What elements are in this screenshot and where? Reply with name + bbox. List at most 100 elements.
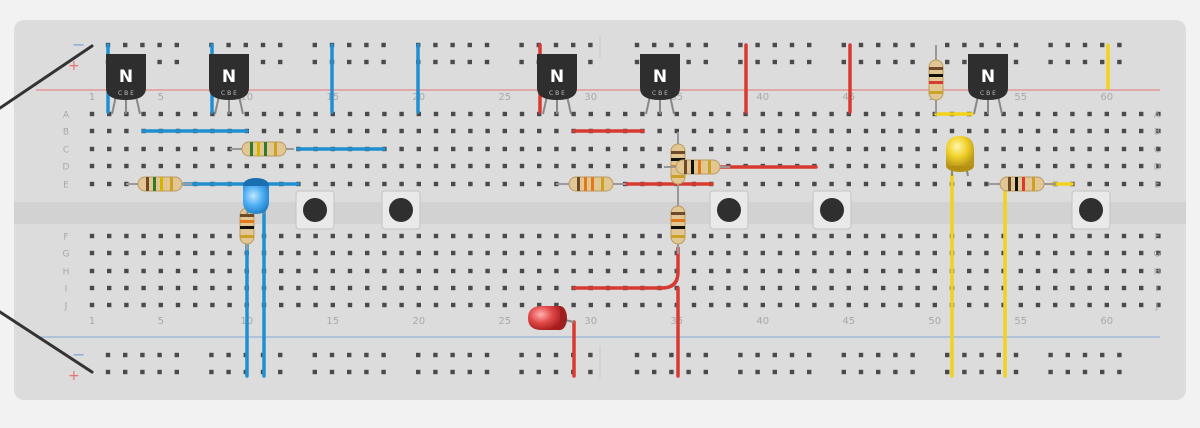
breadboard-hole[interactable] <box>502 250 507 256</box>
breadboard-hole[interactable] <box>962 59 967 65</box>
breadboard-hole[interactable] <box>536 352 541 358</box>
breadboard-hole[interactable] <box>451 163 456 169</box>
breadboard-hole[interactable] <box>1035 111 1041 117</box>
breadboard-hole[interactable] <box>484 42 490 48</box>
breadboard-hole[interactable] <box>296 268 301 274</box>
breadboard-hole[interactable] <box>967 181 972 187</box>
breadboard-hole[interactable] <box>1053 302 1058 308</box>
breadboard-hole[interactable] <box>193 233 198 239</box>
breadboard-hole[interactable] <box>399 250 404 256</box>
breadboard-hole[interactable] <box>846 285 851 291</box>
breadboard-hole[interactable] <box>484 352 490 358</box>
resistor[interactable] <box>928 45 944 114</box>
breadboard-hole[interactable] <box>227 285 232 291</box>
breadboard-hole[interactable] <box>812 268 817 274</box>
breadboard-hole[interactable] <box>1117 369 1122 375</box>
breadboard-hole[interactable] <box>1053 163 1058 169</box>
breadboard-hole[interactable] <box>467 42 472 48</box>
breadboard-hole[interactable] <box>1048 369 1053 375</box>
breadboard-hole[interactable] <box>691 285 697 291</box>
breadboard-hole[interactable] <box>571 163 576 169</box>
breadboard-hole[interactable] <box>365 128 370 134</box>
breadboard-hole[interactable] <box>1121 163 1127 169</box>
npn-transistor[interactable]: N C B E <box>968 54 1008 115</box>
pushbutton[interactable] <box>295 190 335 230</box>
breadboard-hole[interactable] <box>313 181 318 187</box>
breadboard-hole[interactable] <box>484 59 490 65</box>
breadboard-hole[interactable] <box>1070 146 1075 152</box>
breadboard-hole[interactable] <box>279 285 284 291</box>
breadboard-hole[interactable] <box>1035 285 1041 291</box>
breadboard-hole[interactable] <box>571 42 576 48</box>
breadboard-hole[interactable] <box>382 163 387 169</box>
breadboard-hole[interactable] <box>1156 128 1161 134</box>
breadboard-hole[interactable] <box>1082 59 1088 65</box>
breadboard-hole[interactable] <box>124 250 129 256</box>
breadboard-hole[interactable] <box>468 250 473 256</box>
breadboard-hole[interactable] <box>910 59 915 65</box>
breadboard-hole[interactable] <box>841 369 846 375</box>
breadboard-hole[interactable] <box>691 302 697 308</box>
breadboard-hole[interactable] <box>365 111 370 117</box>
breadboard-hole[interactable] <box>1001 128 1006 134</box>
breadboard-hole[interactable] <box>1035 250 1041 256</box>
breadboard-hole[interactable] <box>1087 181 1092 187</box>
breadboard-hole[interactable] <box>571 146 576 152</box>
breadboard-hole[interactable] <box>365 285 370 291</box>
breadboard-hole[interactable] <box>330 111 335 117</box>
breadboard-hole[interactable] <box>433 352 438 358</box>
breadboard-hole[interactable] <box>772 59 777 65</box>
breadboard-hole[interactable] <box>347 268 353 274</box>
breadboard-hole[interactable] <box>1053 268 1058 274</box>
breadboard-hole[interactable] <box>416 352 421 358</box>
breadboard-hole[interactable] <box>1070 233 1075 239</box>
breadboard-hole[interactable] <box>772 352 777 358</box>
breadboard-hole[interactable] <box>738 369 743 375</box>
breadboard-hole[interactable] <box>962 352 967 358</box>
breadboard-hole[interactable] <box>141 285 146 291</box>
breadboard-hole[interactable] <box>1156 285 1161 291</box>
breadboard-hole[interactable] <box>519 352 524 358</box>
breadboard-hole[interactable] <box>841 352 846 358</box>
breadboard-hole[interactable] <box>468 285 473 291</box>
breadboard-hole[interactable] <box>1087 163 1092 169</box>
breadboard-hole[interactable] <box>433 128 439 134</box>
breadboard-hole[interactable] <box>984 250 989 256</box>
breadboard-hole[interactable] <box>261 163 267 169</box>
breadboard-hole[interactable] <box>433 369 438 375</box>
yellow-led[interactable] <box>946 136 974 177</box>
breadboard-hole[interactable] <box>1156 302 1161 308</box>
breadboard-hole[interactable] <box>652 42 657 48</box>
breadboard-hole[interactable] <box>996 352 1001 358</box>
breadboard-hole[interactable] <box>347 128 353 134</box>
breadboard-hole[interactable] <box>141 233 146 239</box>
breadboard-hole[interactable] <box>330 285 335 291</box>
breadboard-hole[interactable] <box>296 111 301 117</box>
breadboard-hole[interactable] <box>1104 163 1109 169</box>
breadboard-hole[interactable] <box>347 59 352 65</box>
breadboard-hole[interactable] <box>416 146 421 152</box>
breadboard-hole[interactable] <box>174 59 179 65</box>
breadboard-hole[interactable] <box>1121 302 1127 308</box>
breadboard-hole[interactable] <box>623 163 628 169</box>
breadboard-hole[interactable] <box>1053 111 1058 117</box>
breadboard-hole[interactable] <box>709 268 714 274</box>
breadboard-hole[interactable] <box>588 111 593 117</box>
breadboard-hole[interactable] <box>364 42 369 48</box>
breadboard-hole[interactable] <box>726 181 731 187</box>
breadboard-hole[interactable] <box>210 268 215 274</box>
breadboard-hole[interactable] <box>519 181 525 187</box>
breadboard-hole[interactable] <box>829 250 834 256</box>
pushbutton[interactable] <box>709 190 749 230</box>
breadboard-hole[interactable] <box>588 250 593 256</box>
breadboard-hole[interactable] <box>1035 302 1041 308</box>
breadboard-hole[interactable] <box>812 285 817 291</box>
breadboard-hole[interactable] <box>210 250 215 256</box>
breadboard-hole[interactable] <box>881 181 886 187</box>
breadboard-hole[interactable] <box>898 250 903 256</box>
breadboard-hole[interactable] <box>347 369 352 375</box>
breadboard-hole[interactable] <box>141 268 146 274</box>
breadboard-hole[interactable] <box>433 285 439 291</box>
breadboard-hole[interactable] <box>451 285 456 291</box>
breadboard-hole[interactable] <box>140 42 145 48</box>
